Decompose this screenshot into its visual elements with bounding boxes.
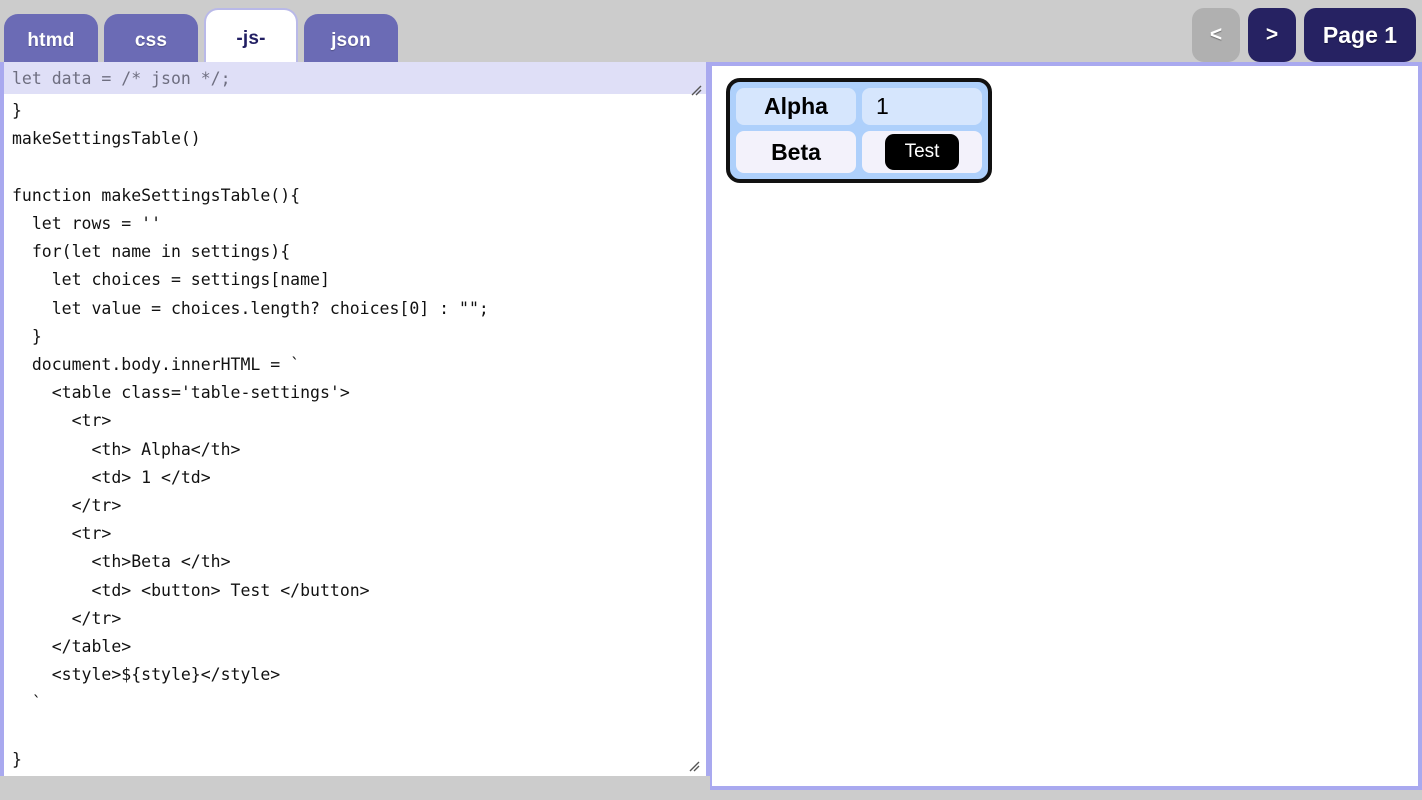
tab-htmd[interactable]: htmd: [4, 14, 98, 68]
navigation-group: < > Page 1: [1192, 8, 1416, 62]
page-indicator-button[interactable]: Page 1: [1304, 8, 1416, 62]
tab-js[interactable]: -js-: [204, 8, 298, 68]
resize-grip-icon[interactable]: [686, 758, 700, 772]
settings-table: Alpha 1 Beta Test: [726, 78, 992, 183]
resize-grip-icon[interactable]: [688, 82, 702, 96]
next-page-button[interactable]: >: [1248, 8, 1296, 62]
code-editor-pane: let data = /* json */;: [0, 62, 710, 776]
editor-header-line[interactable]: let data = /* json */;: [4, 62, 706, 94]
tab-strip: htmd css -js- json: [0, 8, 398, 68]
test-button[interactable]: Test: [884, 134, 960, 170]
setting-name-beta: Beta: [736, 131, 856, 173]
tab-json[interactable]: json: [304, 14, 398, 68]
table-row: Alpha 1: [736, 88, 982, 125]
setting-value-beta: Test: [862, 131, 982, 173]
top-bar: htmd css -js- json < > Page 1: [0, 0, 1422, 68]
setting-name-alpha: Alpha: [736, 88, 856, 125]
code-editor-textarea[interactable]: [4, 62, 706, 776]
preview-pane: Alpha 1 Beta Test: [710, 62, 1422, 790]
prev-page-button[interactable]: <: [1192, 8, 1240, 62]
setting-value-alpha: 1: [862, 88, 982, 125]
tab-css[interactable]: css: [104, 14, 198, 68]
preview-body: Alpha 1 Beta Test: [712, 66, 1418, 786]
table-row: Beta Test: [736, 131, 982, 173]
